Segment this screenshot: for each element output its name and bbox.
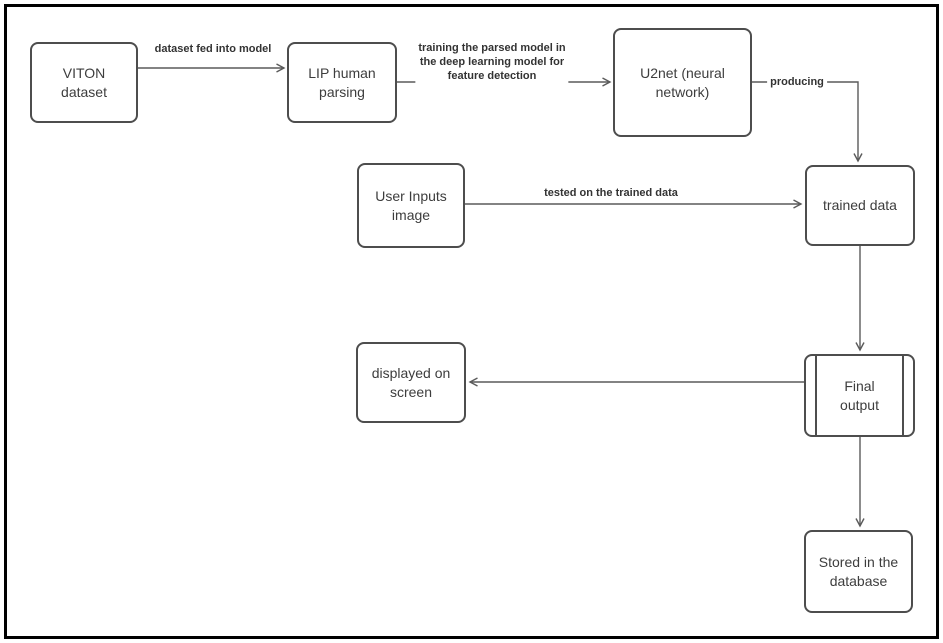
- node-trained-data: trained data: [805, 165, 915, 246]
- node-label-stored-in-database: Stored in the database: [818, 553, 899, 589]
- node-stored-in-database: Stored in the database: [804, 530, 913, 613]
- node-label-final-output: Final output: [840, 377, 879, 413]
- node-viton-dataset: VITON dataset: [30, 42, 138, 123]
- node-label-u2net: U2net (neural network): [640, 64, 725, 100]
- edge-label-viton-to-lip: dataset fed into model: [151, 42, 275, 56]
- edge-connector-u2net-to-trained: [752, 81, 863, 163]
- node-label-lip-human-parsing: LIP human parsing: [308, 64, 376, 100]
- node-label-trained-data: trained data: [823, 197, 897, 213]
- node-final-output: Final output: [804, 354, 915, 437]
- node-label-displayed-on-screen: displayed on screen: [371, 364, 451, 400]
- node-u2net: U2net (neural network): [613, 28, 752, 137]
- node-user-inputs-image: User Inputs image: [357, 163, 465, 248]
- node-label-user-inputs-image: User Inputs image: [375, 187, 447, 223]
- node-label-viton-dataset: VITON dataset: [61, 64, 107, 100]
- node-lip-human-parsing: LIP human parsing: [287, 42, 397, 123]
- edge-label-userinput-to-trained: tested on the trained data: [541, 186, 681, 200]
- edge-label-lip-to-u2net: training the parsed model in the deep le…: [415, 41, 569, 83]
- node-displayed-on-screen: displayed on screen: [356, 342, 466, 423]
- edge-label-u2net-to-trained: producing: [767, 75, 827, 89]
